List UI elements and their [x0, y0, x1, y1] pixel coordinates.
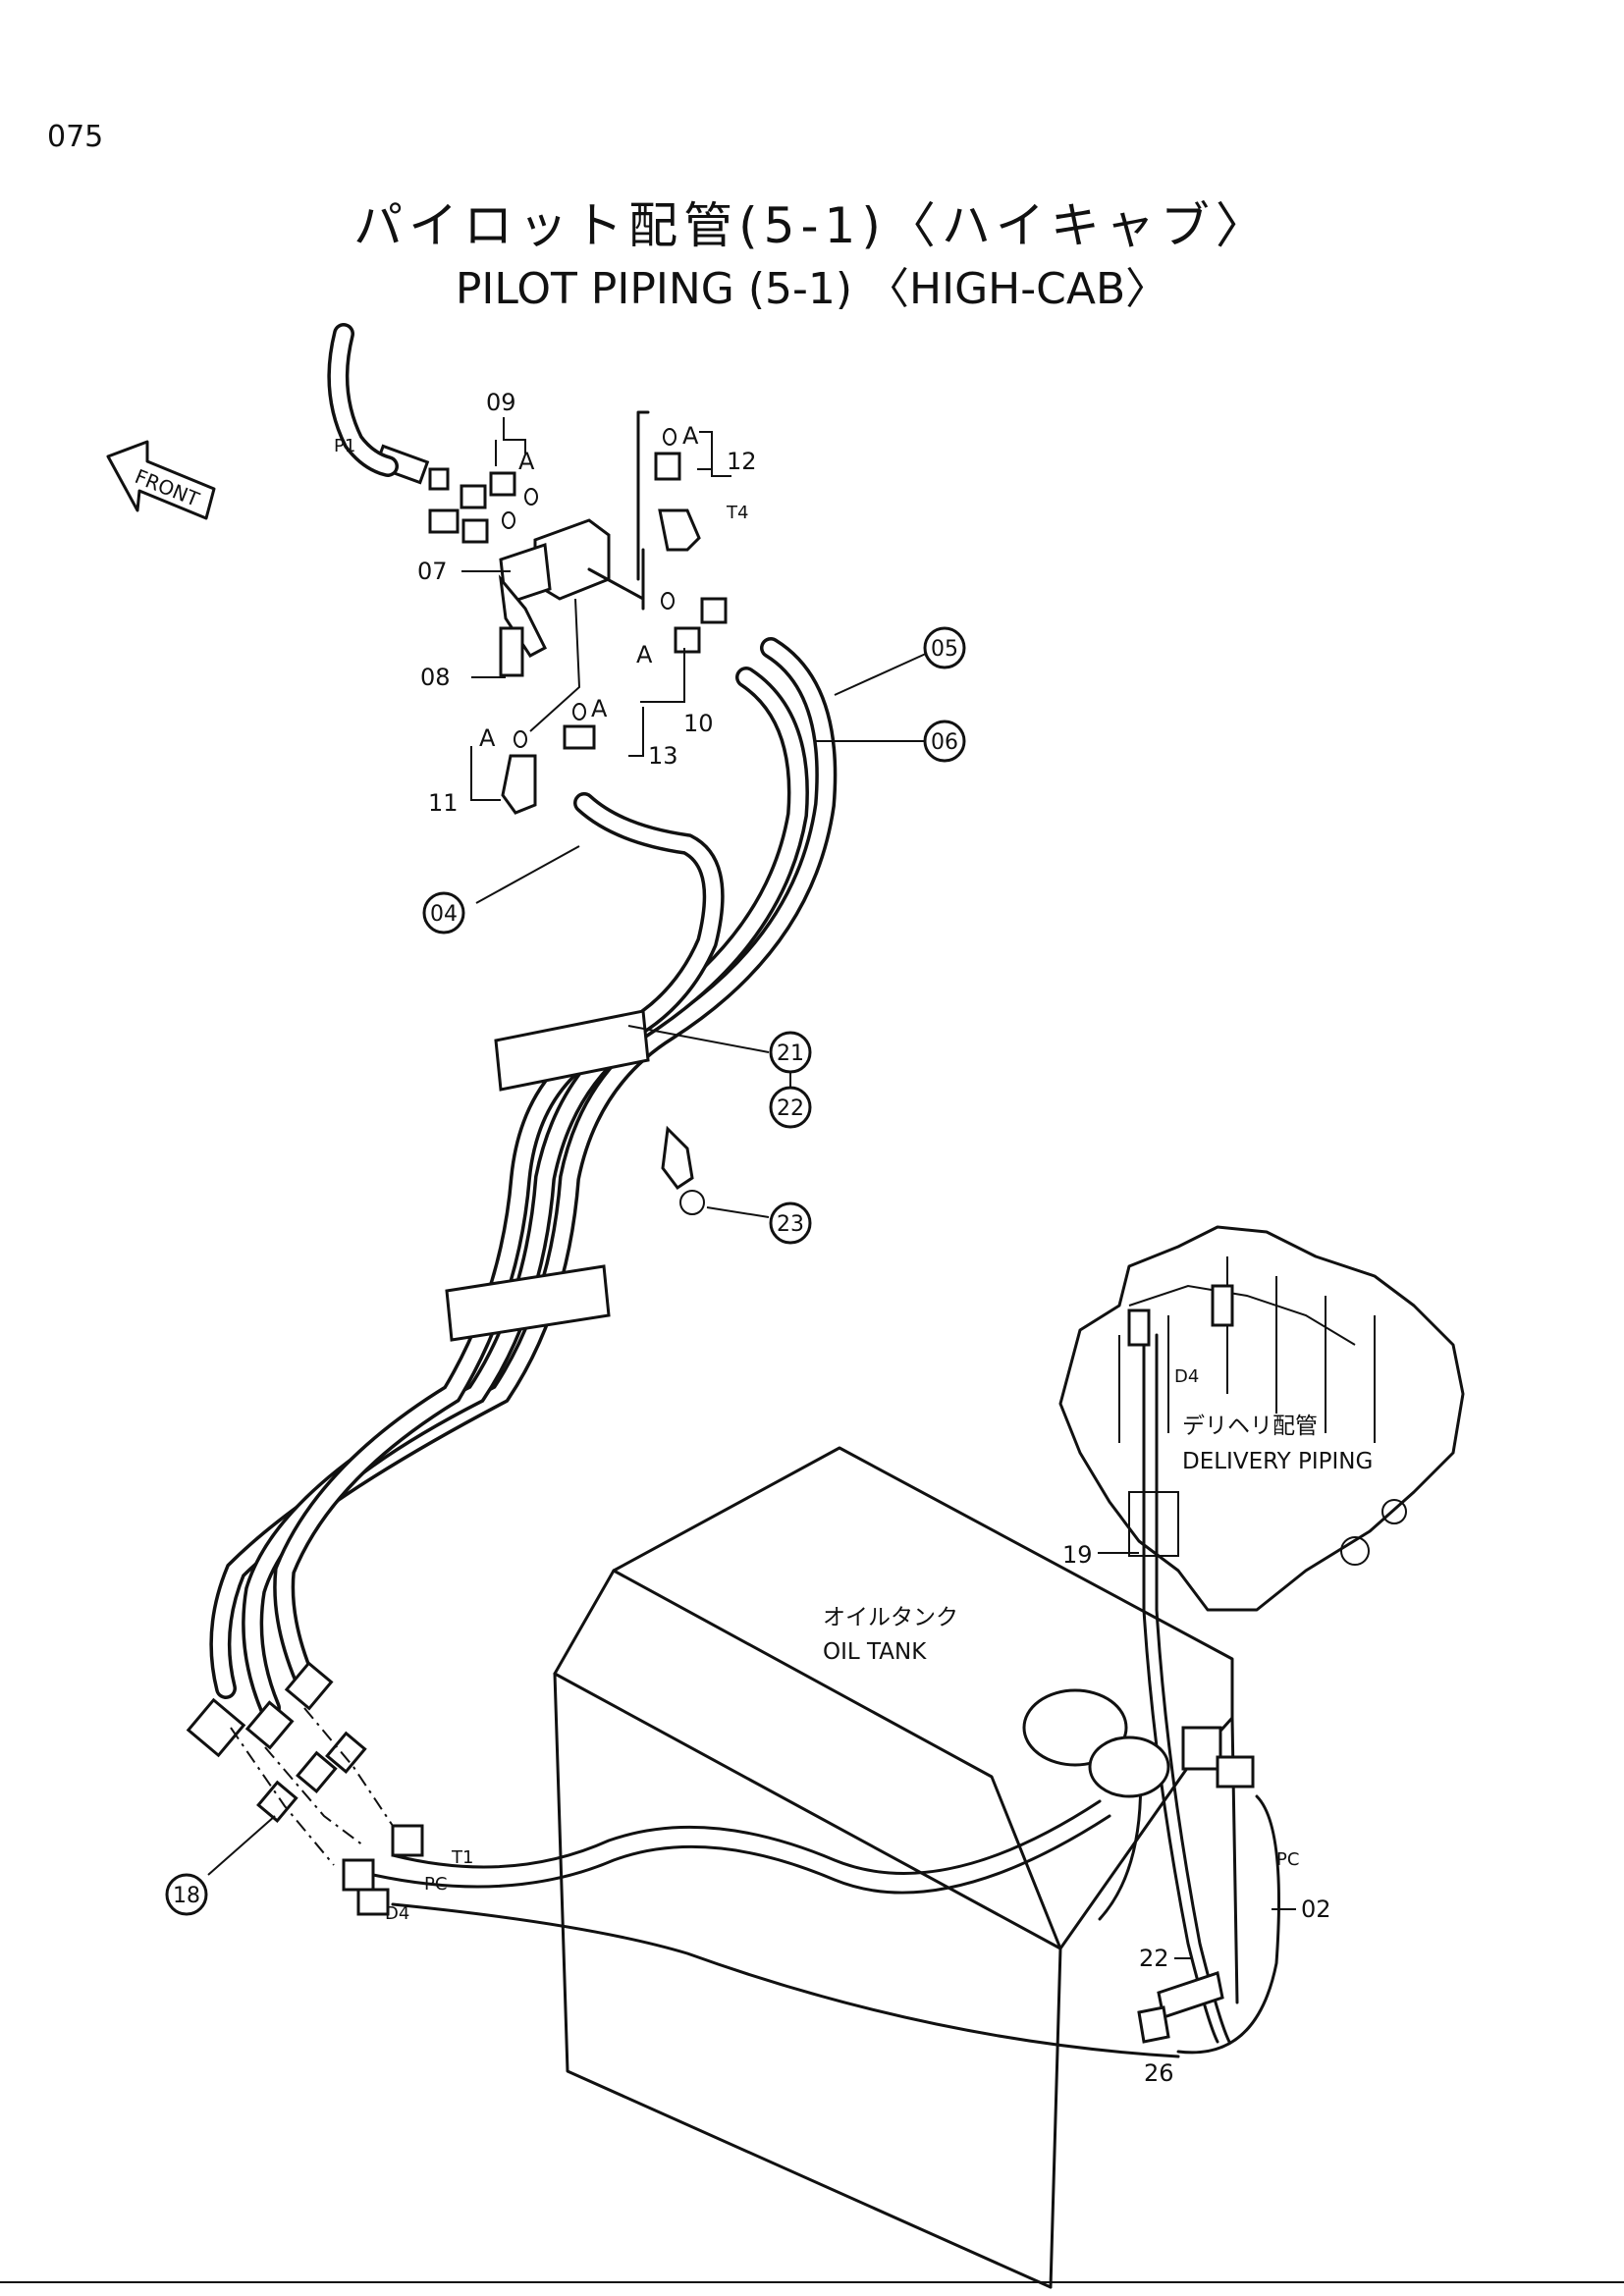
port-label-pc-right: PC: [1276, 1849, 1299, 1870]
callout-23-label: 23: [777, 1212, 804, 1237]
port-label-t1: T1: [451, 1847, 473, 1868]
part-label-10: 10: [683, 710, 714, 737]
page-number: 075: [47, 120, 104, 154]
callout-05: 05: [923, 626, 966, 669]
fittings-group: [373, 428, 728, 815]
callout-18: 18: [165, 1873, 208, 1916]
part-label-22: 22: [1139, 1945, 1169, 1972]
part-label-08: 08: [420, 664, 451, 691]
oil-tank-label-jp: オイルタンク: [823, 1605, 958, 1630]
part-label-19: 19: [1062, 1541, 1093, 1569]
part-label-11: 11: [428, 789, 459, 817]
delivery-label-en: DELIVERY PIPING: [1182, 1449, 1373, 1474]
detail-marker-a: A: [636, 641, 653, 668]
part-label-26: 26: [1144, 2059, 1174, 2087]
leader-lines: [207, 417, 1296, 1959]
callout-22: 22: [769, 1086, 812, 1129]
hose-bundle: [209, 323, 838, 1719]
detail-marker-a: A: [682, 422, 699, 450]
part-label-02: 02: [1301, 1896, 1331, 1923]
detail-marker-a: A: [518, 448, 535, 475]
part-label-07: 07: [417, 558, 448, 585]
callout-21: 21: [769, 1031, 812, 1074]
port-label-d4-valve: D4: [1174, 1366, 1199, 1387]
callout-21-label: 21: [777, 1041, 804, 1066]
title-japanese: パイロット配管(5-1)〈ハイキャブ〉: [353, 197, 1271, 254]
port-label-p1: P1: [334, 436, 355, 456]
tank-fittings: [342, 1284, 1255, 2044]
lower-fittings: [186, 1661, 394, 1866]
callout-04: 04: [422, 891, 465, 934]
oil-tank-label-en: OIL TANK: [823, 1639, 927, 1665]
part-label-12: 12: [727, 448, 757, 475]
callout-23: 23: [769, 1201, 812, 1245]
callout-06-label: 06: [931, 730, 958, 755]
front-arrow-icon: FRONT: [106, 440, 216, 520]
hose-clamps: [445, 1009, 705, 1342]
callout-18-label: 18: [173, 1884, 200, 1908]
title-english: PILOT PIPING (5-1) 〈HIGH-CAB〉: [455, 264, 1169, 314]
callout-22-label: 22: [777, 1096, 804, 1121]
port-label-d4-tank: D4: [385, 1903, 409, 1924]
port-label-pc: PC: [424, 1874, 447, 1895]
part-label-13: 13: [648, 742, 678, 770]
detail-marker-a: A: [591, 695, 608, 722]
callout-05-label: 05: [931, 637, 958, 662]
delivery-label-jp: デリヘリ配管: [1182, 1414, 1318, 1439]
callout-04-label: 04: [430, 902, 458, 927]
pilot-valve-block: [498, 410, 650, 732]
detail-marker-a: A: [479, 724, 496, 752]
part-label-09: 09: [486, 389, 516, 416]
tank-lines: [371, 1333, 1280, 2058]
port-label-t4: T4: [726, 503, 748, 523]
callout-06: 06: [923, 720, 966, 763]
oil-tank: [553, 1446, 1239, 2289]
